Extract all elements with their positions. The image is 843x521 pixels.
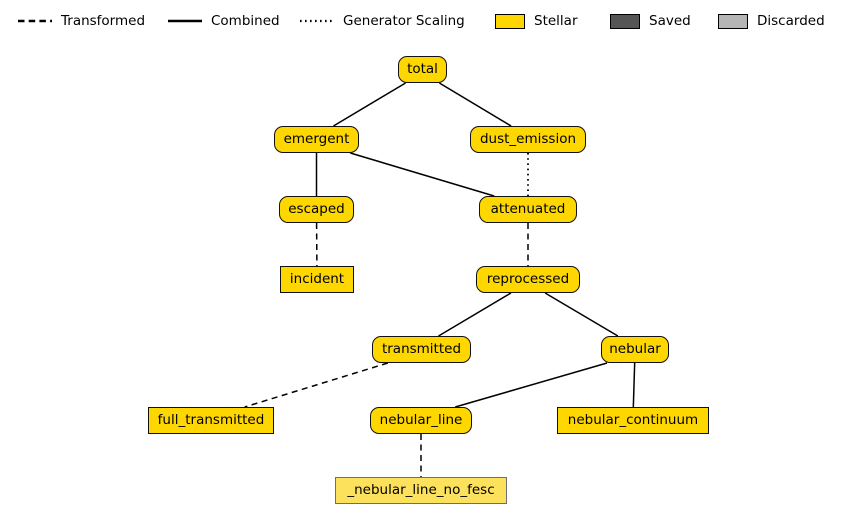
edge-reprocessed-to-nebular [544,292,619,337]
edge-reprocessed-to-transmitted [438,292,512,337]
graph-node-nebular[interactable]: nebular [601,336,669,363]
legend-line-dotted-icon [300,12,334,30]
legend-label: Combined [211,13,280,29]
legend-swatch-saved [610,13,640,29]
legend-swatch-stellar [495,13,525,29]
legend-label: Discarded [757,13,825,29]
edge-transmitted-to-full_transmitted [244,362,389,408]
legend: Transformed Combined Generator Scaling Stel… [0,0,843,40]
edge-nebular-to-nebular_line [455,362,608,408]
graph-node-nebular_continuum[interactable]: nebular_continuum [557,407,709,434]
legend-item-transformed: Transformed [18,12,145,30]
legend-line-solid-icon [168,12,202,30]
graph-node-_nebular_line_no_fesc[interactable]: _nebular_line_no_fesc [335,477,507,504]
legend-item-generator-scaling: Generator Scaling [300,12,465,30]
legend-swatch-discarded [718,13,748,29]
legend-item-discarded: Discarded [718,12,825,30]
legend-line-dashed-icon [18,12,52,30]
graph-node-transmitted[interactable]: transmitted [372,336,471,363]
graph-node-attenuated[interactable]: attenuated [479,196,577,223]
graph-node-total[interactable]: total [398,56,447,83]
graph-node-full_transmitted[interactable]: full_transmitted [148,407,274,434]
graph-node-reprocessed[interactable]: reprocessed [476,266,580,293]
legend-label: Transformed [61,13,146,29]
legend-item-combined: Combined [168,12,280,30]
legend-item-saved: Saved [610,12,691,30]
edge-total-to-emergent [333,82,406,127]
graph-node-nebular_line[interactable]: nebular_line [370,407,472,434]
graph-node-emergent[interactable]: emergent [274,126,359,153]
edge-total-to-dust_emission [438,82,512,127]
legend-label: Stellar [534,13,578,29]
legend-item-stellar: Stellar [495,12,578,30]
legend-label: Saved [649,13,691,29]
legend-label: Generator Scaling [343,13,465,29]
graph-node-escaped[interactable]: escaped [279,196,354,223]
graph-node-dust_emission[interactable]: dust_emission [470,126,586,153]
edge-nebular-to-nebular_continuum [632,362,636,408]
edge-emergent-to-attenuated [350,152,495,197]
graph-node-incident[interactable]: incident [280,266,354,293]
